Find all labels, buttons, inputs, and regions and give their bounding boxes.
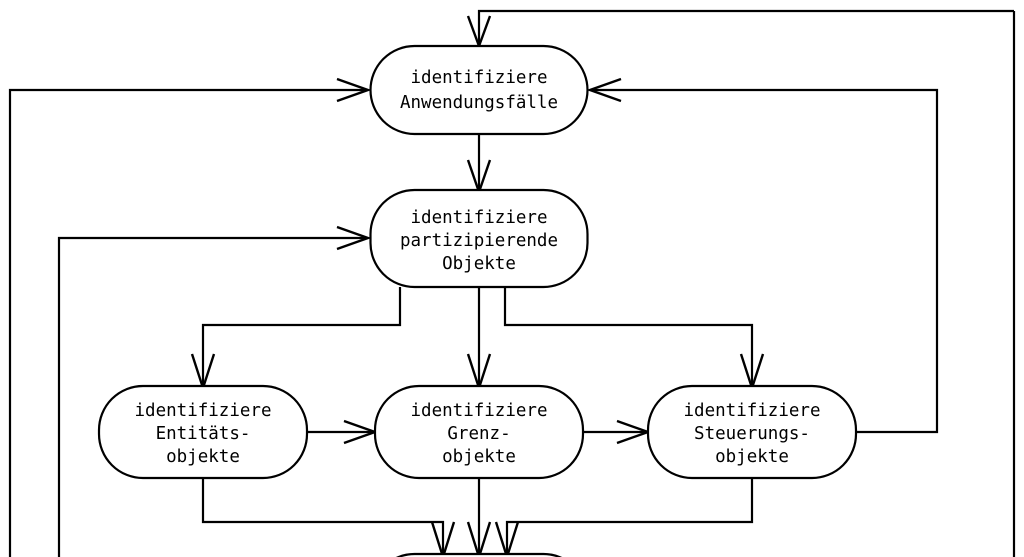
edge-n2-to-n3 [190,287,402,392]
node-label-n2-line1: identifiziere [411,208,548,228]
node-shape-n1 [369,44,589,136]
node-label-n4-line3: objekte [442,447,516,467]
node-label-n1-line1: identifiziere [411,68,548,88]
node-label-n2-line3: Objekte [442,254,516,274]
node-label-n5-line1: identifiziere [684,401,821,421]
node-label-n4-line2: Grenz- [447,424,510,444]
node-shape-n6 [395,552,563,557]
node-label-n1-line2: Anwendungsfälle [400,93,558,113]
node-identifiziere-partizipierende-objekte[interactable]: identifiziere partizipierende Objekte [369,188,589,289]
node-label-n5-line2: Steuerungs- [694,424,810,444]
edge-n5-to-n6 [494,478,754,557]
edge-feedback-n5-to-n1 [586,77,939,434]
edge-n2-to-n4 [466,287,492,392]
node-label-n2-line2: partizipierende [400,231,558,251]
node-naechster-schritt-abgeschnitten[interactable] [371,552,588,557]
node-shape-n2 [369,188,589,289]
edge-feedback-left-outer-to-n1 [8,77,372,557]
node-shape-n4 [373,384,585,480]
node-label-n3-line2: Entitäts- [156,424,251,444]
edge-feedback-outer-top-to-n1 [466,9,1014,50]
edge-n4-to-n6 [466,478,492,557]
node-shape-n3 [97,384,309,480]
node-label-n5-line3: objekte [715,447,789,467]
node-identifiziere-steuerungsobjekte[interactable]: identifiziere Steuerungs- objekte [646,384,858,480]
node-label-n3-line3: objekte [166,447,240,467]
edge-n3-to-n6 [201,478,456,557]
edge-n1-to-n2 [466,134,492,196]
edge-n4-to-n5 [583,419,652,445]
node-identifiziere-grenzobjekte[interactable]: identifiziere Grenz- objekte [373,384,585,480]
node-shape-n5 [646,384,858,480]
node-identifiziere-entitaetsobjekte[interactable]: identifiziere Entitäts- objekte [97,384,309,480]
edge-feedback-left-inner-to-n2 [57,225,372,557]
edge-n2-to-n5 [503,287,765,392]
node-label-n3-line1: identifiziere [135,401,272,421]
node-label-n4-line1: identifiziere [411,401,548,421]
edge-n3-to-n4 [307,419,379,445]
node-identifiziere-anwendungsfaelle[interactable]: identifiziere Anwendungsfälle [369,44,589,136]
